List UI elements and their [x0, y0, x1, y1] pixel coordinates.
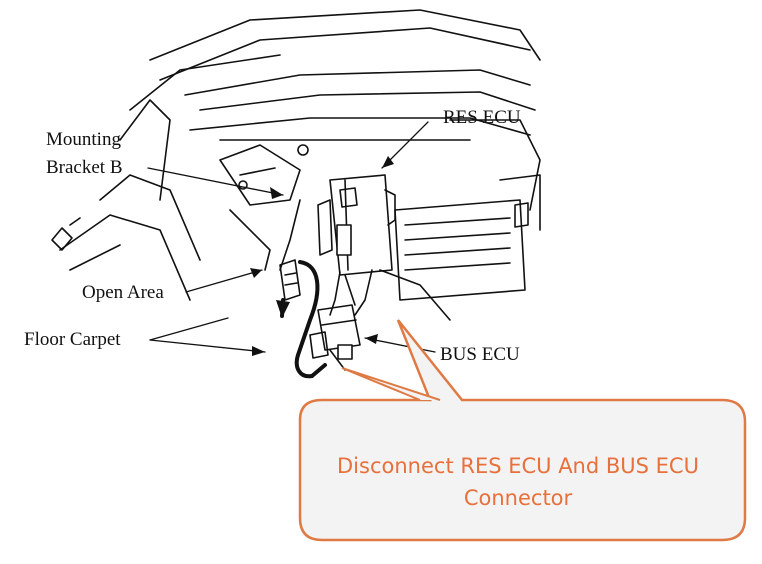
callout-shape: [298, 319, 747, 542]
dashboard-outline: [51, 9, 541, 301]
side-trim-panel: [379, 174, 541, 321]
mounting-bracket-b: [219, 144, 309, 271]
bus-ecu-unit: [309, 304, 361, 371]
label-mounting-bracket-line1: Mounting: [46, 129, 121, 150]
wire-harness: [329, 269, 373, 316]
label-bus-ecu: BUS ECU: [440, 344, 520, 365]
callout-bubble: [298, 319, 747, 542]
res-ecu-unit: [317, 174, 396, 276]
arrow-heads: [250, 156, 394, 356]
callout-text: Disconnect RES ECU And BUS ECU Connector: [337, 454, 699, 510]
label-res-ecu: RES ECU: [443, 107, 521, 128]
label-floor-carpet: Floor Carpet: [24, 329, 121, 350]
open-area-cable: [279, 259, 327, 379]
callout-pointer-to-bus-connector: [341, 367, 441, 401]
label-open-area: Open Area: [82, 282, 164, 303]
label-mounting-bracket-line2: Bracket B: [46, 157, 123, 178]
